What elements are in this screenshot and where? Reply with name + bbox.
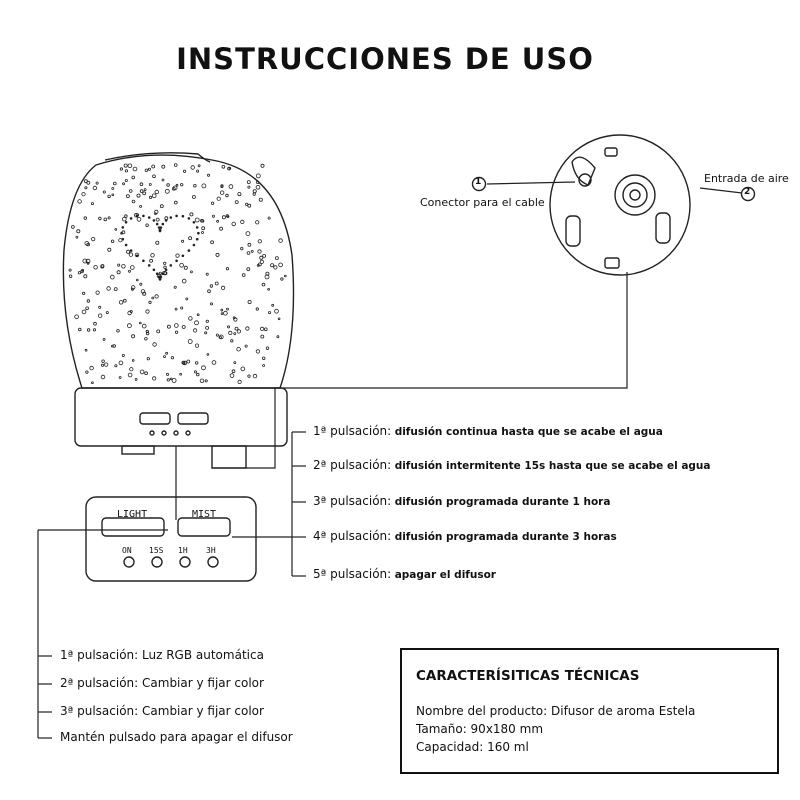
light-press-hold: Mantén pulsado para apagar el difusor [60, 730, 293, 744]
mist-press-3: 3ª pulsación: difusión programada durant… [313, 494, 611, 508]
callout-2-number: 2 [744, 187, 751, 197]
callout-1-circle [471, 176, 487, 192]
diffuser-illustration [62, 152, 295, 469]
mist-button-label: MIST [192, 509, 217, 520]
indicator-15s-label: 15S [149, 546, 164, 555]
connector-label: Conector para el cable [420, 196, 545, 209]
mist-press-1: 1ª pulsación: difusión continua hasta qu… [313, 424, 663, 438]
callout-1-number: 1 [475, 177, 482, 187]
light-button-label: LIGHT [117, 509, 148, 520]
indicator-1h-label: 1H [178, 546, 188, 555]
page-title: INSTRUCCIONES DE USO [176, 42, 594, 76]
light-press-2: 2ª pulsación: Cambiar y fijar color [60, 676, 264, 690]
spec-capacity: Capacidad: 160 ml [416, 740, 529, 754]
specs-box: CARACTERÍSITICAS TÉCNICAS Nombre del pro… [400, 648, 779, 774]
indicator-on-label: ON [122, 546, 132, 555]
spec-product: Nombre del producto: Difusor de aroma Es… [416, 704, 696, 718]
mist-press-2: 2ª pulsación: difusión intermitente 15s … [313, 458, 711, 472]
specs-title: CARACTERÍSITICAS TÉCNICAS [416, 668, 640, 684]
air-intake-label: Entrada de aire [704, 172, 789, 185]
bottom-view [549, 134, 691, 276]
dot-pattern [68, 163, 287, 385]
light-press-3: 3ª pulsación: Cambiar y fijar color [60, 704, 264, 718]
spec-size: Tamaño: 90x180 mm [416, 722, 544, 736]
light-press-1: 1ª pulsación: Luz RGB automática [60, 648, 264, 662]
mist-press-4: 4ª pulsación: difusión programada durant… [313, 529, 617, 543]
callout-2-circle [740, 186, 756, 202]
callout-lines [37, 181, 743, 739]
indicator-3h-label: 3H [206, 546, 216, 555]
mist-press-5: 5ª pulsación: apagar el difusor [313, 567, 496, 581]
control-panel [85, 496, 257, 582]
